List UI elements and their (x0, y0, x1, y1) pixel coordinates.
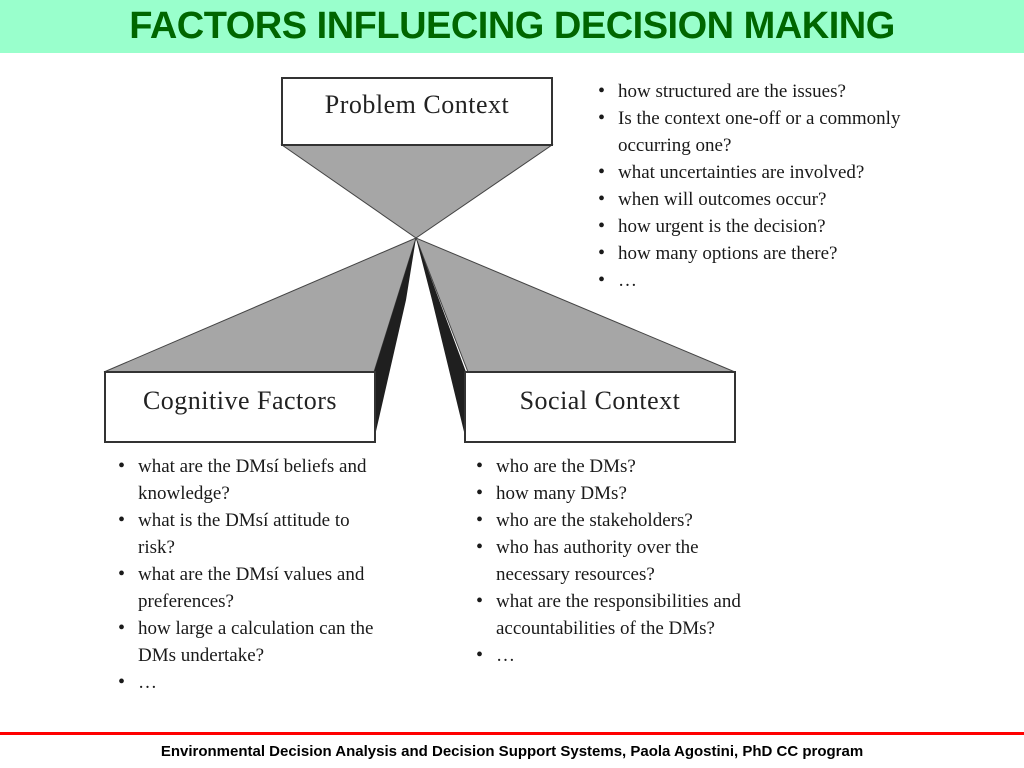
list-item: what is the DMsí attitude to risk? (116, 507, 378, 561)
page-title: FACTORS INFLUECING DECISION MAKING (129, 5, 895, 47)
list-item: how large a calculation can the DMs unde… (116, 615, 378, 669)
list-item: how many options are there? (596, 240, 936, 267)
list-item: who are the stakeholders? (474, 507, 774, 534)
footer-divider (0, 732, 1024, 735)
list-item: … (596, 267, 936, 294)
list-item: how urgent is the decision? (596, 213, 936, 240)
list-item: what are the responsibilities and accoun… (474, 588, 774, 642)
social-context-bullets: who are the DMs? how many DMs? who are t… (474, 453, 774, 669)
problem-context-label: Problem Context (324, 90, 510, 119)
cognitive-factors-shadow (374, 238, 416, 440)
list-item: who has authority over the necessary res… (474, 534, 774, 588)
list-item: Is the context one-off or a commonly occ… (596, 105, 936, 159)
problem-context-box (281, 77, 553, 146)
list-item: what are the DMsí beliefs and knowledge? (116, 453, 378, 507)
social-context-label: Social Context (519, 386, 681, 415)
cognitive-factors-funnel (103, 237, 417, 373)
list-item: when will outcomes occur? (596, 186, 936, 213)
list-item: … (116, 669, 378, 696)
social-context-box (464, 371, 736, 443)
cognitive-factors-box (104, 371, 376, 443)
footer-text: Environmental Decision Analysis and Deci… (160, 743, 864, 760)
list-item: who are the DMs? (474, 453, 774, 480)
cognitive-factors-bullets: what are the DMsí beliefs and knowledge?… (116, 453, 378, 696)
cognitive-factors-label: Cognitive Factors (142, 386, 338, 415)
title-bar (0, 0, 1024, 53)
list-item: how many DMs? (474, 480, 774, 507)
list-item: … (474, 642, 774, 669)
problem-context-bullets: how structured are the issues? Is the co… (596, 78, 936, 294)
problem-context-funnel (280, 144, 554, 239)
list-item: what are the DMsí values and preferences… (116, 561, 378, 615)
list-item: how structured are the issues? (596, 78, 936, 105)
list-item: what uncertainties are involved? (596, 159, 936, 186)
